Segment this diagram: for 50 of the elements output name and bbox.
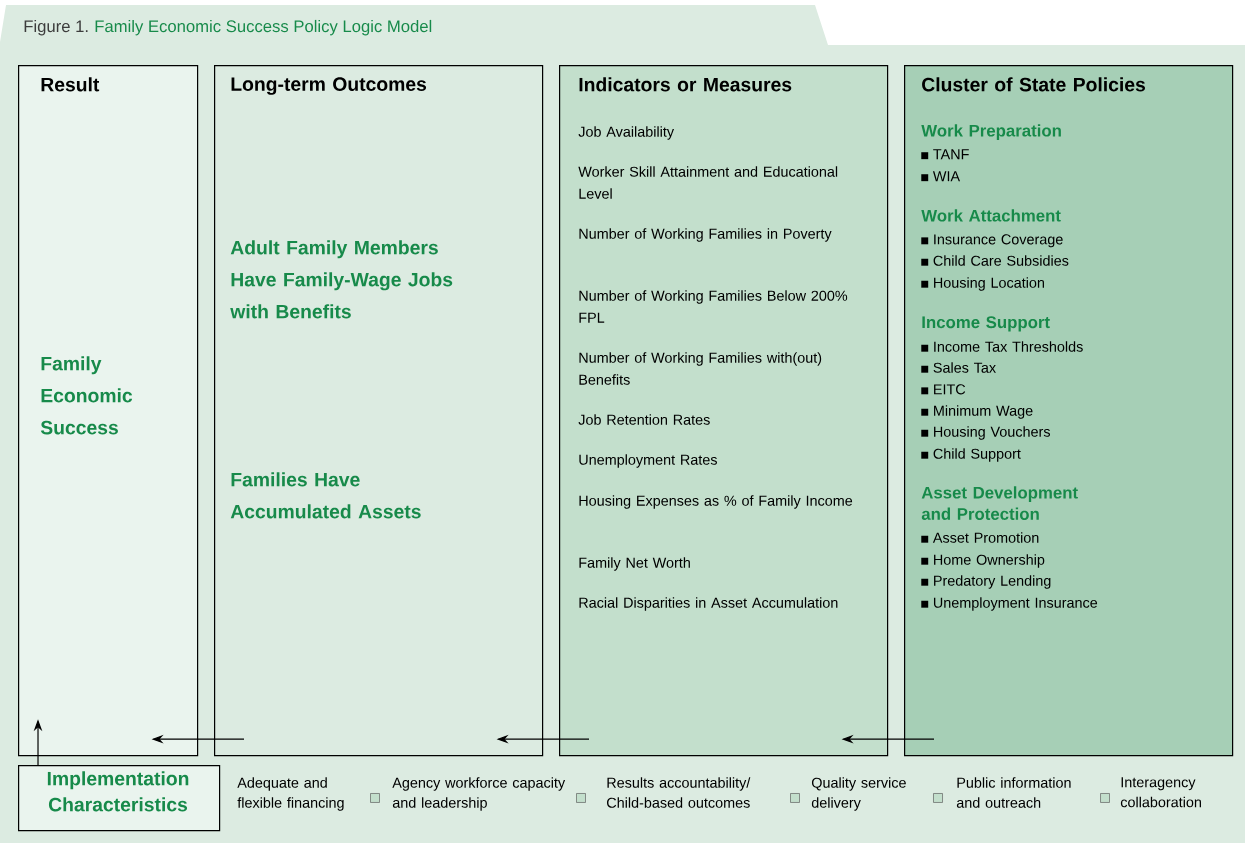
list-item: Minimum Wage bbox=[921, 405, 1033, 419]
indicator-text: Worker Skill Attainment and Educational Level bbox=[578, 166, 838, 199]
characteristic-text: Public information and outreach bbox=[956, 777, 1071, 808]
indicator-text: Family Net Worth bbox=[579, 557, 690, 571]
characteristic-text: Quality service delivery bbox=[811, 777, 906, 811]
outcome-text: Families Have Accumulated Assets bbox=[230, 472, 421, 519]
indicator-text: Job Retention Rates bbox=[578, 414, 710, 425]
list-item: Income Tax Thresholds bbox=[921, 341, 1083, 352]
characteristic-text: Interagency collaboration bbox=[1120, 777, 1201, 808]
box-label: Implementation Characteristics bbox=[47, 771, 189, 812]
list-item: Child Support bbox=[921, 448, 1021, 462]
list-item: Housing Vouchers bbox=[921, 426, 1051, 440]
figure-title: Family Economic Success Policy Logic Model bbox=[95, 19, 432, 36]
outcome-text: Family Economic Success bbox=[40, 356, 133, 435]
column-panel bbox=[214, 65, 544, 757]
list-item: Predatory Lending bbox=[921, 575, 1051, 589]
characteristic-text: Adequate and flexible financing bbox=[237, 777, 344, 811]
list-item: EITC bbox=[921, 384, 966, 395]
indicator-text: Number of Working Families Below 200% FPL bbox=[579, 290, 848, 323]
list-item: Unemployment Insurance bbox=[921, 597, 1098, 611]
list-item: Housing Location bbox=[921, 277, 1044, 291]
column-panel bbox=[904, 65, 1234, 757]
list-item: TANF bbox=[921, 149, 969, 160]
characteristic-text: Agency workforce capacity and leadership bbox=[392, 777, 566, 811]
policy-heading: Work Attachment bbox=[921, 209, 1061, 222]
column-heading: Cluster of State Policies bbox=[922, 77, 1145, 92]
outcome-text: Adult Family Members Have Family-Wage Jobs with Benefits bbox=[230, 240, 453, 319]
list-item: Sales Tax bbox=[921, 362, 996, 373]
policy-heading: Work Preparation bbox=[921, 124, 1061, 140]
column-heading: Result bbox=[41, 77, 100, 92]
characteristic-text: Results accountability/ Child-based outcomes bbox=[607, 777, 751, 808]
list-item: Asset Promotion bbox=[921, 532, 1039, 543]
figure-number: Figure 1. bbox=[24, 19, 88, 36]
indicator-text: Housing Expenses as % of Family Income bbox=[579, 495, 853, 509]
list-item: WIA bbox=[921, 171, 961, 182]
column-panel bbox=[18, 65, 199, 757]
indicator-text: Number of Working Families in Poverty bbox=[579, 228, 832, 242]
list-item: Child Care Subsidies bbox=[921, 255, 1069, 266]
indicator-text: Unemployment Rates bbox=[579, 454, 717, 468]
indicator-text: Number of Working Families with(out) Benefits bbox=[579, 352, 822, 385]
column-panel bbox=[559, 65, 889, 757]
indicator-text: Job Availability bbox=[578, 126, 674, 140]
list-item: Home Ownership bbox=[921, 554, 1045, 568]
policy-heading: Asset Development and Protection bbox=[921, 486, 1078, 520]
indicator-text: Racial Disparities in Asset Accumulation bbox=[579, 597, 838, 611]
policy-heading: Income Support bbox=[922, 316, 1050, 332]
label-box bbox=[18, 765, 221, 832]
list-item: Insurance Coverage bbox=[921, 234, 1063, 248]
column-heading: Indicators or Measures bbox=[579, 77, 792, 92]
column-heading: Long-term Outcomes bbox=[231, 77, 427, 95]
